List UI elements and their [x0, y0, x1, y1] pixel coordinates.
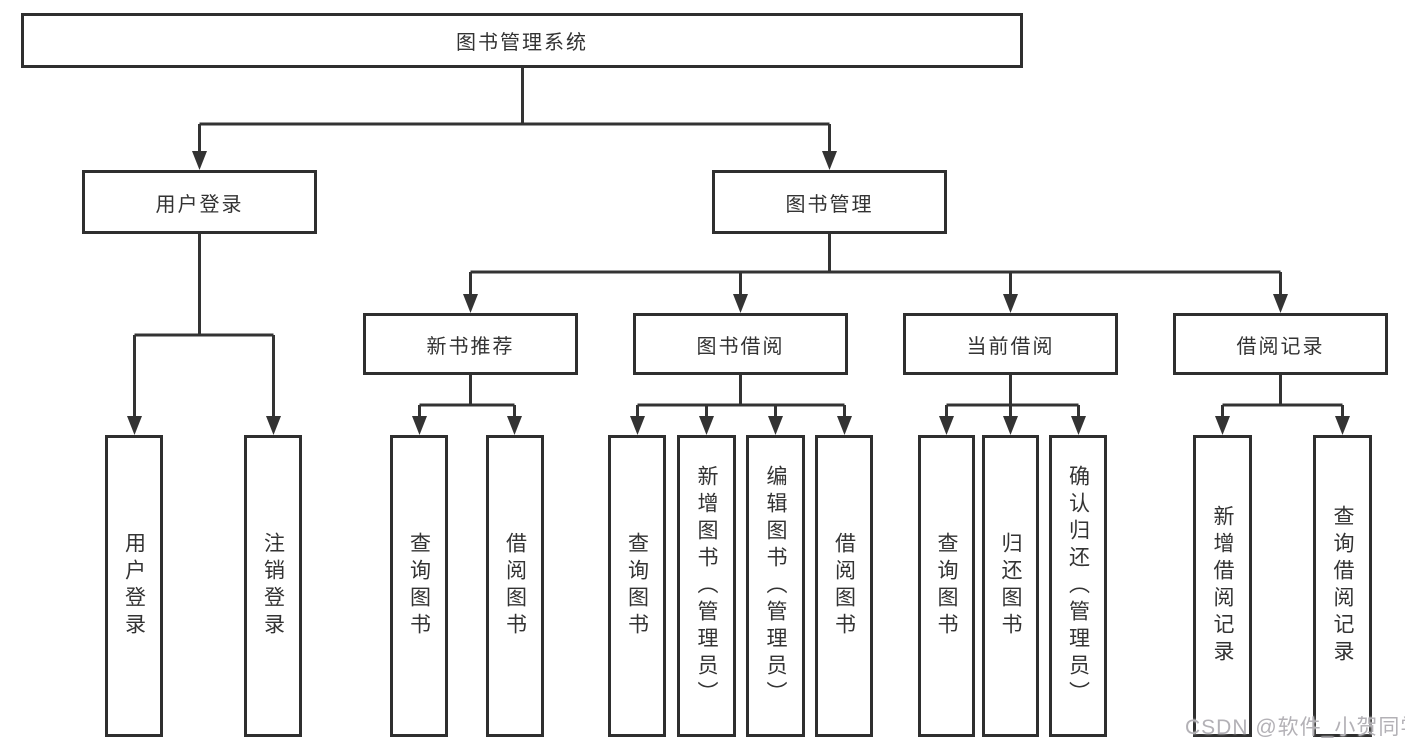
connector-user-login-branch	[133, 234, 275, 418]
node-borrowing-records: 借阅记录	[1173, 313, 1388, 375]
connector-book-mgmt-branch	[469, 234, 1282, 296]
connector-book-borrow-branch	[636, 375, 846, 418]
leaf-edit-book-admin: 编辑图书（管理员）	[746, 435, 805, 737]
node-new-book-recommendation: 新书推荐	[363, 313, 578, 375]
arrowhead-leaf-return-book	[1003, 416, 1018, 435]
arrowhead-borrow-records	[1273, 294, 1288, 313]
arrowhead-leaf-query-book-rec	[412, 416, 427, 435]
arrowhead-user-login	[192, 151, 207, 170]
leaf-add-book-admin: 新增图书（管理员）	[677, 435, 736, 737]
arrowhead-book-mgmt	[822, 151, 837, 170]
node-user-login-label: 用户登录	[155, 193, 244, 216]
leaf-add-borrow-record-label: 新增借阅记录	[1211, 505, 1234, 667]
node-book-management-label: 图书管理	[785, 193, 874, 216]
arrowhead-leaf-query-book-current	[939, 416, 954, 435]
node-user-login: 用户登录	[82, 170, 317, 234]
leaf-query-book-current: 查询图书	[918, 435, 975, 737]
leaf-logout-label: 注销登录	[261, 532, 285, 640]
leaf-borrow-book: 借阅图书	[815, 435, 873, 737]
leaf-user-login-label: 用户登录	[122, 532, 146, 640]
leaf-query-book-borrowing: 查询图书	[608, 435, 666, 737]
leaf-confirm-return-admin-label: 确认归还（管理员）	[1066, 464, 1090, 708]
leaf-return-book: 归还图书	[982, 435, 1039, 737]
arrowhead-leaf-confirm-return	[1071, 416, 1086, 435]
node-current-borrowing-label: 当前借阅	[966, 335, 1055, 358]
arrowhead-book-borrow	[733, 294, 748, 313]
leaf-user-login: 用户登录	[105, 435, 163, 737]
arrowhead-leaf-query-book-borrow	[630, 416, 645, 435]
node-library-management-system-label: 图书管理系统	[456, 32, 588, 54]
leaf-query-book-recommendation-label: 查询图书	[407, 532, 431, 640]
leaf-borrow-book-label: 借阅图书	[832, 532, 856, 640]
arrowhead-leaf-edit-book	[768, 416, 783, 435]
arrowhead-leaf-logout	[266, 416, 281, 435]
leaf-edit-book-admin-label: 编辑图书（管理员）	[764, 464, 787, 708]
arrowhead-leaf-add-book	[699, 416, 714, 435]
leaf-query-borrow-record-label: 查询借阅记录	[1331, 505, 1354, 667]
connector-new-book-rec-branch	[418, 375, 516, 418]
node-borrowing-records-label: 借阅记录	[1236, 335, 1325, 358]
node-library-management-system: 图书管理系统	[21, 13, 1023, 68]
node-book-borrowing-label: 图书借阅	[696, 335, 785, 358]
leaf-query-borrow-record: 查询借阅记录	[1313, 435, 1372, 737]
leaf-borrow-book-recommendation-label: 借阅图书	[503, 532, 527, 640]
connector-current-borrow-branch	[945, 375, 1080, 418]
leaf-add-borrow-record: 新增借阅记录	[1193, 435, 1252, 737]
connector-root-trunk	[198, 68, 831, 153]
connector-borrow-records-branch	[1221, 375, 1344, 418]
leaf-confirm-return-admin: 确认归还（管理员）	[1049, 435, 1107, 737]
arrowhead-leaf-query-borrow-record	[1335, 416, 1350, 435]
arrowhead-leaf-borrow-book-rec	[507, 416, 522, 435]
arrowhead-current-borrow	[1003, 294, 1018, 313]
arrowhead-new-book-rec	[463, 294, 478, 313]
leaf-query-book-recommendation: 查询图书	[390, 435, 448, 737]
leaf-logout: 注销登录	[244, 435, 302, 737]
leaf-query-book-current-label: 查询图书	[935, 532, 958, 640]
csdn-watermark: CSDN @软件_小贺同学	[1185, 716, 1405, 739]
node-book-borrowing: 图书借阅	[633, 313, 848, 375]
arrowhead-leaf-user-login	[127, 416, 142, 435]
arrowhead-leaf-add-borrow-record	[1215, 416, 1230, 435]
node-new-book-recommendation-label: 新书推荐	[426, 335, 515, 358]
leaf-query-book-borrowing-label: 查询图书	[625, 532, 649, 640]
arrowhead-leaf-borrow-book	[837, 416, 852, 435]
leaf-borrow-book-recommendation: 借阅图书	[486, 435, 544, 737]
leaf-return-book-label: 归还图书	[999, 532, 1022, 640]
node-current-borrowing: 当前借阅	[903, 313, 1118, 375]
node-book-management: 图书管理	[712, 170, 947, 234]
leaf-add-book-admin-label: 新增图书（管理员）	[695, 464, 718, 708]
